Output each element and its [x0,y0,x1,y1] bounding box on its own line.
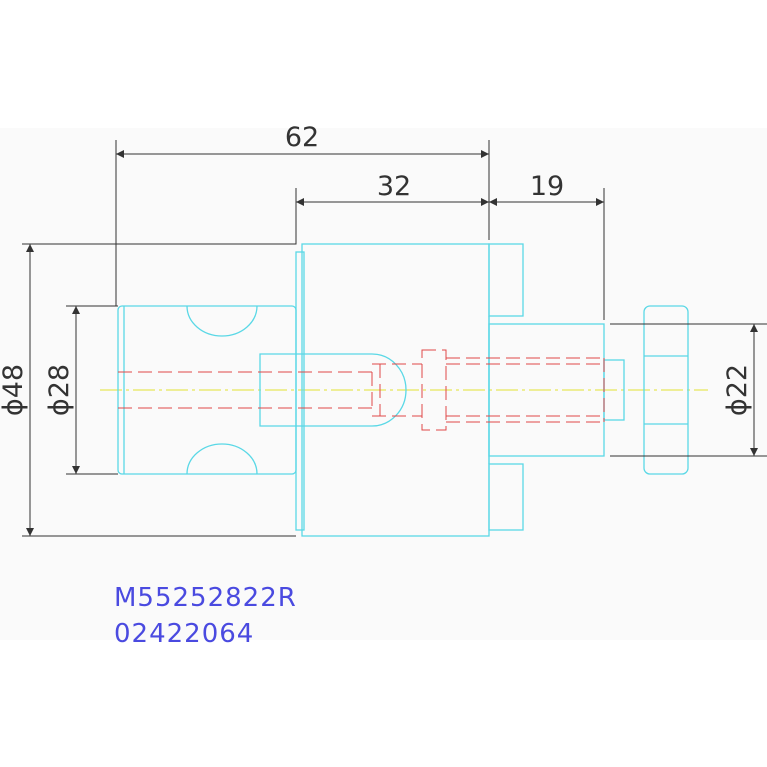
part-number: M55252822R [114,583,297,613]
drawing-sheet-background [0,128,767,640]
upper-lug [488,243,524,317]
dimension-lines [22,140,767,537]
dim-19-label: 19 [530,171,564,202]
dim-62-label: 62 [285,122,319,153]
hidden-features [118,349,605,431]
bottom-groove [186,443,258,475]
dim-48-label: ϕ48 [0,364,29,416]
inner-socket [259,353,407,427]
lower-lug [488,463,524,531]
part-outline [117,243,689,537]
dim-28-label: ϕ28 [44,364,75,416]
top-groove [186,305,258,337]
dim-32-label: 32 [377,171,411,202]
flange [295,251,305,531]
part-code: 02422064 [114,619,254,649]
dim-22-label: ϕ22 [722,364,753,416]
end-cap [643,305,689,475]
